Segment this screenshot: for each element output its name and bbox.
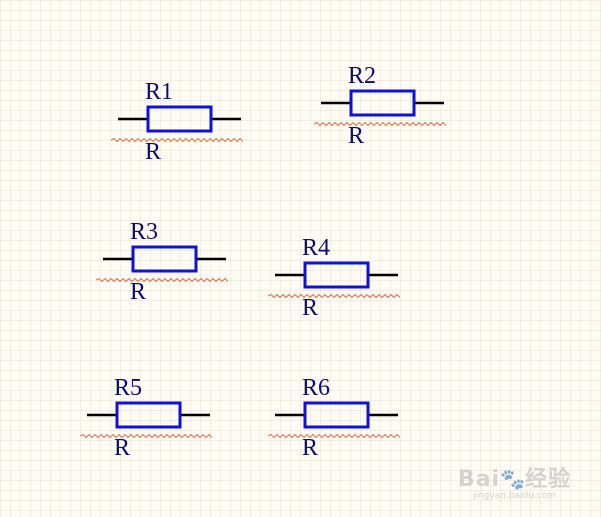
resistor-r6[interactable]: R6R — [267, 375, 401, 461]
value-label: R — [130, 279, 146, 305]
paw-icon: 🐾 — [500, 467, 525, 491]
resistor-r4[interactable]: R4R — [267, 235, 401, 321]
watermark-brand-suffix: 经验 — [524, 467, 571, 492]
resistor-body — [349, 89, 416, 117]
error-squiggle — [313, 121, 447, 127]
designator-label: R5 — [114, 375, 142, 401]
error-squiggle — [95, 277, 229, 283]
resistor-r1[interactable]: R1R — [110, 79, 244, 165]
baidu-jingyan-watermark: Bai🐾经验 jingyan.baidu.com — [458, 461, 571, 501]
value-label: R — [114, 435, 130, 461]
value-label: R — [348, 123, 364, 149]
error-squiggle — [267, 433, 401, 439]
resistor-body — [131, 245, 198, 273]
value-label: R — [302, 435, 318, 461]
designator-label: R3 — [130, 219, 158, 245]
value-label: R — [145, 139, 161, 165]
error-squiggle — [79, 433, 213, 439]
error-squiggle — [267, 293, 401, 299]
resistor-body — [115, 401, 182, 429]
watermark-url: jingyan.baidu.com — [472, 491, 556, 501]
resistor-r5[interactable]: R5R — [79, 375, 213, 461]
designator-label: R1 — [145, 79, 173, 105]
resistor-body — [146, 105, 213, 133]
resistor-r2[interactable]: R2R — [313, 63, 447, 149]
resistor-r3[interactable]: R3R — [95, 219, 229, 305]
watermark-brand: Bai — [457, 467, 501, 492]
designator-label: R6 — [302, 375, 330, 401]
resistor-body — [303, 401, 370, 429]
error-squiggle — [110, 137, 244, 143]
designator-label: R4 — [302, 235, 330, 261]
value-label: R — [302, 295, 318, 321]
designator-label: R2 — [348, 63, 376, 89]
resistor-body — [303, 261, 370, 289]
